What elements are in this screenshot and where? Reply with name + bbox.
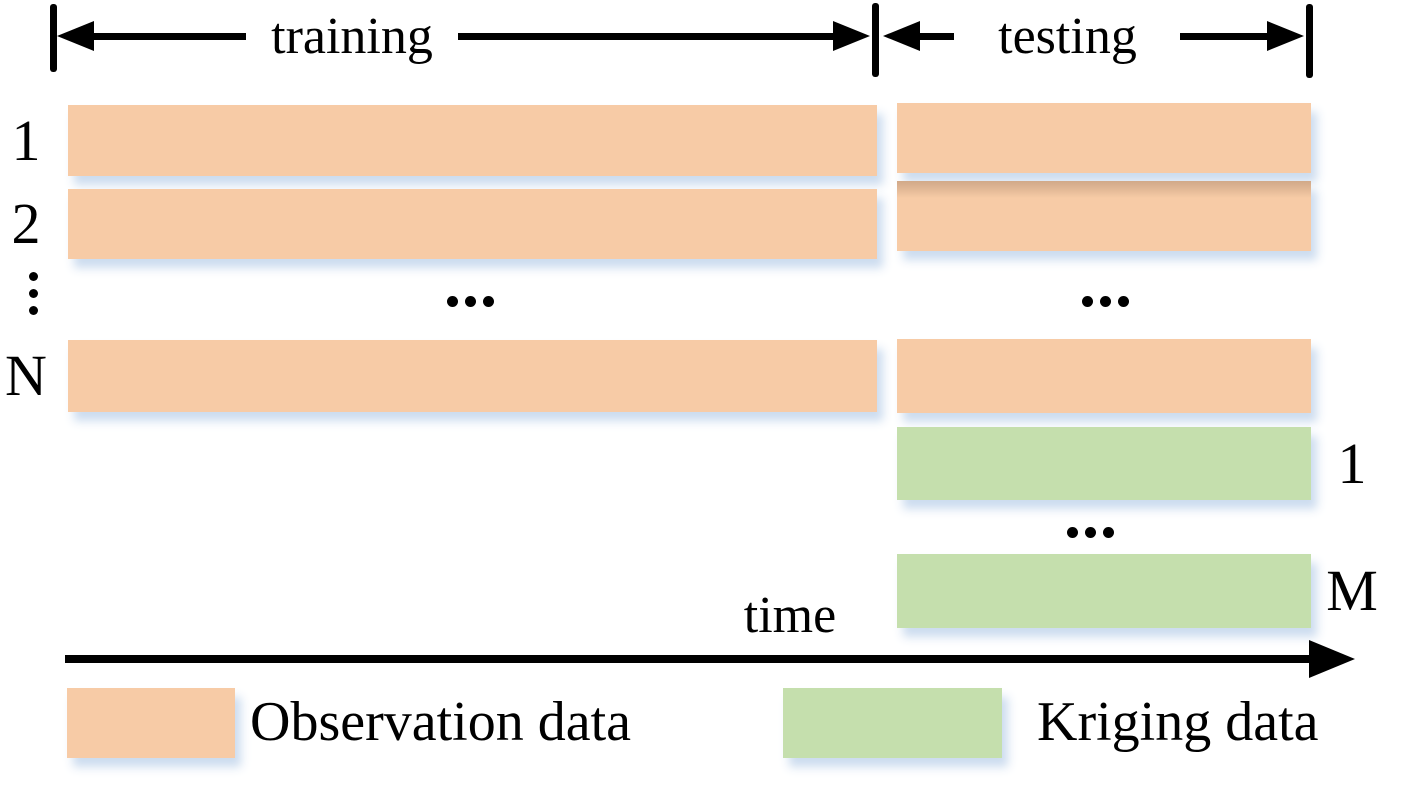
dimension-tick-center xyxy=(872,3,879,77)
dot xyxy=(1082,296,1093,307)
observation-bar-rowN-testing xyxy=(897,339,1311,413)
training-rows-ellipsis-icon xyxy=(447,296,494,307)
training-label: training xyxy=(271,8,433,65)
testing-arrow-left-line xyxy=(916,33,954,40)
dot xyxy=(1118,296,1129,307)
observation-row-1-label: 1 xyxy=(11,108,41,173)
observation-row-N-label: N xyxy=(5,343,47,408)
observation-bar-row2-training xyxy=(68,189,877,259)
observation-bar-row1-testing xyxy=(897,103,1311,173)
testing-label: testing xyxy=(998,8,1137,65)
vertical-ellipsis-icon xyxy=(29,272,38,315)
dimension-tick-left xyxy=(50,4,57,72)
dimension-tick-right xyxy=(1306,4,1313,78)
observation-legend-label: Observation data xyxy=(250,691,631,753)
kriging-row-1-label: 1 xyxy=(1337,431,1367,496)
training-arrow-left-icon xyxy=(57,21,94,51)
dot xyxy=(483,296,494,307)
observation-bar-row2-testing xyxy=(897,181,1311,251)
dot xyxy=(29,306,38,315)
training-arrow-right-line xyxy=(458,33,836,40)
kriging-row-M-label: M xyxy=(1326,558,1378,623)
dot xyxy=(29,289,38,298)
testing-arrow-left-icon xyxy=(883,21,920,51)
dot xyxy=(29,272,38,281)
kriging-legend-swatch xyxy=(783,688,1002,758)
testing-rows-ellipsis-icon xyxy=(1082,296,1129,307)
dot xyxy=(447,296,458,307)
observation-bar-rowN-training xyxy=(68,340,877,412)
testing-arrow-right-icon xyxy=(1267,21,1304,51)
dot xyxy=(1067,527,1078,538)
dot xyxy=(1100,296,1111,307)
observation-bar-row1-training xyxy=(68,105,877,176)
testing-arrow-right-line xyxy=(1180,33,1272,40)
dot xyxy=(1085,527,1096,538)
training-arrow-left-line xyxy=(90,33,246,40)
kriging-bar-row1 xyxy=(897,427,1311,500)
time-axis-arrow-icon xyxy=(1309,640,1355,678)
training-arrow-right-icon xyxy=(833,21,870,51)
kriging-legend-label: Kriging data xyxy=(1037,691,1319,753)
time-axis-line xyxy=(65,655,1312,663)
time-axis-label: time xyxy=(743,587,837,644)
observation-row-2-label: 2 xyxy=(11,191,41,256)
dot xyxy=(465,296,476,307)
kriging-rows-ellipsis-icon xyxy=(1067,527,1114,538)
dot xyxy=(1103,527,1114,538)
kriging-bar-rowM xyxy=(897,554,1311,628)
observation-legend-swatch xyxy=(67,688,235,758)
